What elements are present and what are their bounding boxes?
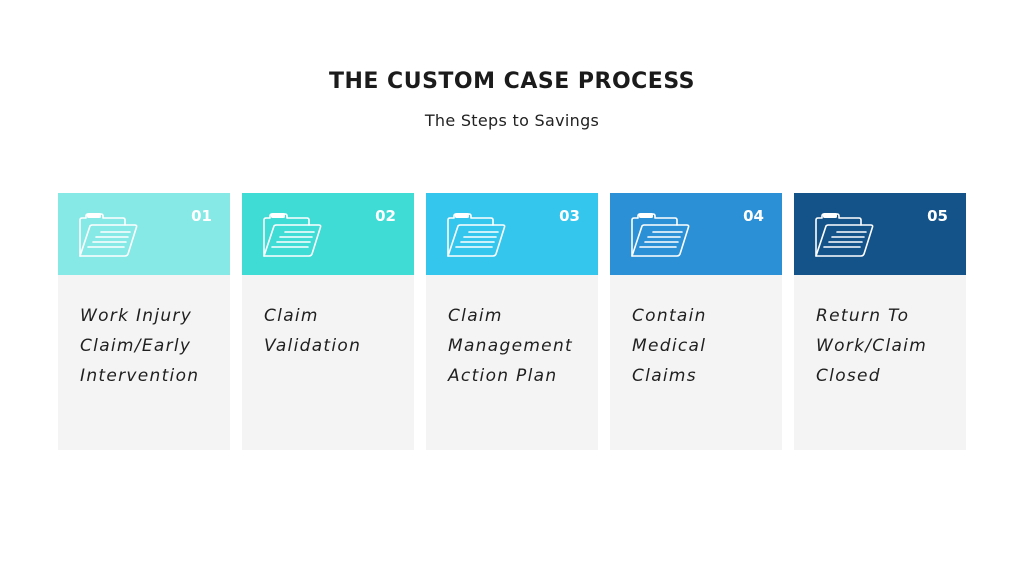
folder-icon — [631, 213, 690, 257]
folder-icon — [815, 213, 874, 257]
step-card-01: 01 Work Injury Claim/Early Intervention — [58, 193, 230, 450]
step-card-header: 01 — [58, 193, 230, 275]
step-card-header: 03 — [426, 193, 598, 275]
step-number: 01 — [191, 207, 212, 225]
page-subtitle: The Steps to Savings — [424, 111, 600, 130]
step-card-header: 02 — [242, 193, 414, 275]
step-card-04: 04 Contain Medical Claims — [610, 193, 782, 450]
step-number: 04 — [743, 207, 764, 225]
folder-icon — [79, 213, 138, 257]
step-number: 02 — [375, 207, 396, 225]
step-label: Claim Validation — [264, 306, 362, 356]
step-label: Contain Medical Claims — [632, 306, 707, 386]
step-card-02: 02 Claim Validation — [242, 193, 414, 450]
step-label: Claim Management Action Plan — [448, 306, 573, 386]
step-card-05: 05 Return To Work/Claim Closed — [794, 193, 966, 450]
page-title: THE CUSTOM CASE PROCESS — [328, 69, 696, 94]
step-label: Return To Work/Claim Closed — [816, 306, 928, 386]
step-label: Work Injury Claim/Early Intervention — [80, 306, 200, 386]
folder-icon — [263, 213, 322, 257]
step-number: 05 — [927, 207, 948, 225]
step-number: 03 — [559, 207, 580, 225]
step-card-header: 05 — [794, 193, 966, 275]
step-card-03: 03 Claim Management Action Plan — [426, 193, 598, 450]
step-card-header: 04 — [610, 193, 782, 275]
folder-icon — [447, 213, 506, 257]
